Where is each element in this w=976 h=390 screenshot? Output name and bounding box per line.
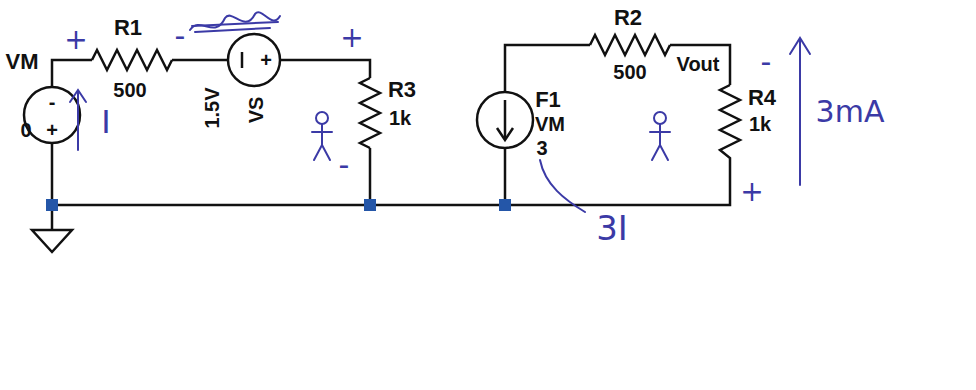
current-arrow bbox=[70, 90, 86, 150]
resistor-symbol bbox=[590, 35, 670, 55]
polarity-note: + bbox=[64, 26, 87, 54]
part-name: R2 bbox=[614, 7, 642, 29]
part-value: 1k bbox=[389, 108, 411, 128]
polarity-note: - bbox=[175, 21, 186, 51]
handwritten-marks bbox=[70, 12, 810, 212]
part-value: 3 bbox=[536, 138, 547, 158]
part-value: 500 bbox=[613, 62, 646, 82]
source-name: VM bbox=[6, 51, 39, 73]
ground-symbol bbox=[32, 230, 72, 252]
resistor-symbol bbox=[92, 50, 172, 70]
current-note: I bbox=[101, 106, 110, 138]
wires bbox=[24, 34, 740, 252]
current-source-symbol bbox=[477, 92, 533, 148]
source-name: VS bbox=[246, 97, 266, 124]
polarity-mark: + bbox=[260, 50, 272, 70]
polarity-note: - bbox=[761, 47, 772, 77]
polarity-note: + bbox=[340, 24, 363, 52]
part-name: R3 bbox=[388, 79, 416, 101]
voltage-arrow bbox=[790, 38, 810, 185]
voltage-source-symbol bbox=[24, 87, 80, 143]
part-name: F1 bbox=[535, 89, 561, 111]
source-value: 0 bbox=[20, 120, 31, 140]
resistor-symbol bbox=[720, 85, 740, 170]
part-gain-source: VM bbox=[535, 114, 565, 134]
part-value: 1k bbox=[749, 114, 771, 134]
polarity-mark: - bbox=[49, 92, 56, 112]
voltage-source-symbol bbox=[228, 34, 280, 86]
resistor-symbol bbox=[360, 78, 380, 148]
current-note: 3mA bbox=[816, 97, 885, 127]
net-name: Vout bbox=[677, 54, 720, 74]
polarity-note: - bbox=[339, 150, 350, 180]
current-note: 3I bbox=[596, 211, 628, 245]
polarity-mark: + bbox=[46, 120, 58, 140]
junction-dots bbox=[46, 199, 511, 211]
part-name: R4 bbox=[748, 87, 776, 109]
stick-figure bbox=[650, 124, 670, 160]
leader-line bbox=[540, 160, 585, 212]
stick-figure bbox=[316, 112, 328, 124]
part-name: R1 bbox=[114, 17, 142, 39]
source-value: 1.5V bbox=[202, 87, 222, 128]
stick-figure bbox=[312, 124, 332, 160]
stick-figure bbox=[654, 112, 666, 124]
polarity-note: + bbox=[740, 178, 763, 206]
scribble bbox=[192, 22, 278, 32]
part-value: 500 bbox=[113, 80, 146, 100]
